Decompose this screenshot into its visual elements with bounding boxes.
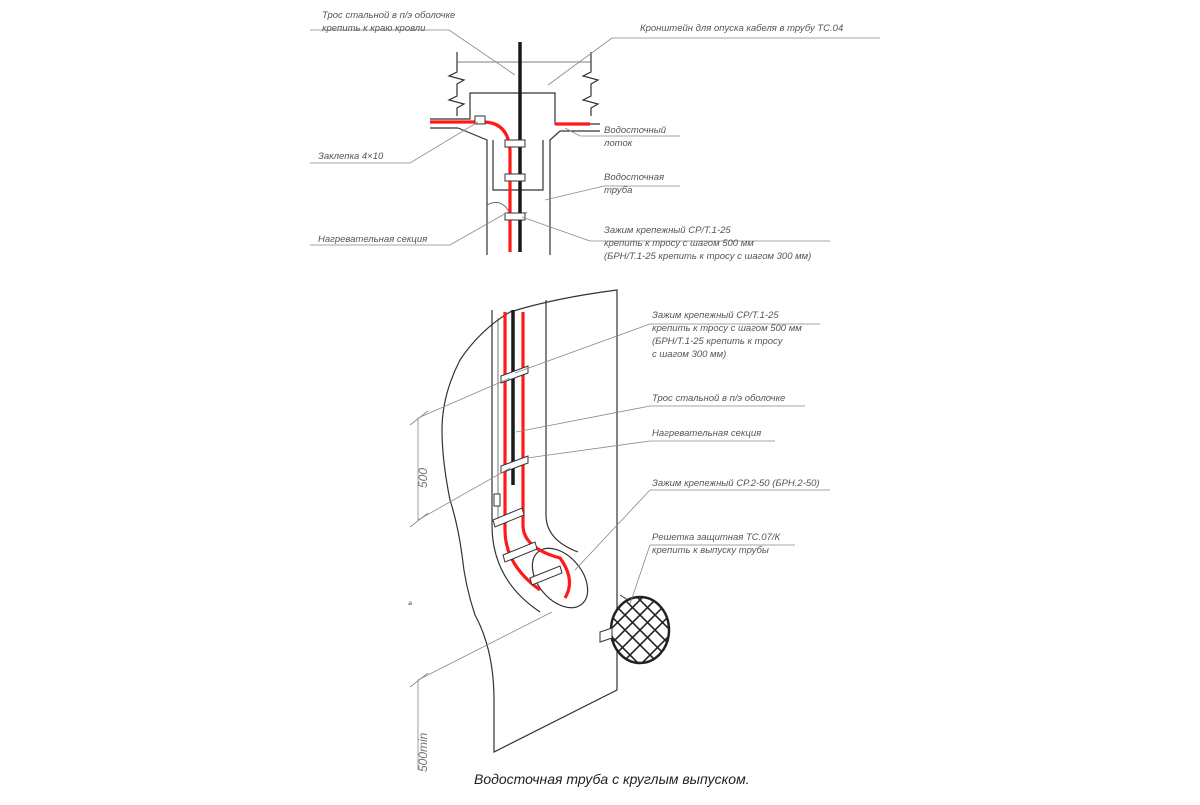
dim-label-500: 500: [416, 468, 430, 488]
label-clamp-bottom-4: с шагом 300 мм): [652, 349, 726, 360]
top-view: Трос стальной в п/э оболочке крепить к к…: [310, 10, 880, 262]
label-gutter-2: лоток: [603, 138, 633, 149]
downpipe-funnel: [457, 127, 561, 255]
label-downpipe-1: Водосточная: [604, 172, 664, 183]
label-clamp-top-1: Зажим крепежный СР/Т.1-25: [604, 225, 731, 236]
dimension-500: 500: [409, 377, 511, 528]
label-heating-bottom: Нагревательная секция: [652, 428, 761, 439]
leader-steel-rope-bottom: [515, 405, 805, 433]
bottom-view: 500 500min ª Зажим крепежный СР/Т.1-25 к…: [408, 289, 830, 772]
label-steel-rope-2: крепить к краю кровли: [322, 23, 426, 34]
leader-bracket: [547, 37, 880, 86]
label-downpipe-2: труба: [604, 185, 632, 196]
downpipe-outlet-ellipse: [531, 547, 589, 609]
label-heating-top: Нагревательная секция: [318, 234, 427, 245]
clamp-icon: [492, 507, 525, 528]
clamp-group-top: [504, 139, 526, 221]
leader-downpipe: [544, 185, 680, 201]
label-clamp-top-3: (БРН/Т.1-25 крепить к тросу с шагом 300 …: [604, 251, 811, 262]
downpipe-outer-right: [545, 300, 579, 553]
label-steel-rope-bottom: Трос стальной в п/э оболочке: [652, 393, 785, 404]
label-grille-1: Решетка защитная ТС.07/К: [652, 532, 782, 543]
heating-section-top: [430, 120, 512, 252]
leader-clamp-top: [521, 216, 830, 242]
stray-mark: ª: [408, 600, 412, 611]
leader-clamp-sr2: [574, 489, 830, 571]
leader-grille: [629, 544, 795, 605]
label-steel-rope-1: Трос стальной в п/э оболочке: [322, 10, 455, 21]
wall-sheet-outline: [441, 289, 618, 753]
wall-left-outline: [447, 52, 466, 116]
leader-clamp-bottom: [514, 323, 820, 374]
leader-gutter: [564, 127, 680, 137]
label-clamp-top-2: крепить к тросу с шагом 500 мм: [604, 238, 754, 249]
rivet-icon: [474, 115, 486, 125]
leader-steel-rope: [310, 29, 516, 76]
label-gutter-1: Водосточный: [604, 125, 667, 136]
clamp-icon: [504, 173, 526, 182]
leader-heating-top: [310, 211, 509, 246]
rope-end-cap-icon: [493, 493, 501, 507]
label-clamp-sr2: Зажим крепежный СР.2-50 (БРН.2-50): [652, 478, 820, 489]
downpipe-inner-box: [492, 140, 544, 191]
clamp-icon: [529, 565, 563, 586]
label-clamp-bottom-2: крепить к тросу с шагом 500 мм: [652, 323, 802, 334]
leader-rivet: [310, 121, 479, 164]
downpipe-outer-left: [491, 310, 541, 613]
label-rivet: Заклепка 4×10: [318, 151, 384, 162]
gutter-outline: [430, 92, 600, 125]
dimension-500min: 500min: [409, 611, 553, 772]
dim-label-500min: 500min: [416, 732, 430, 772]
label-clamp-bottom-3: (БРН/Т.1-25 крепить к тросу: [652, 336, 784, 347]
diagram-caption: Водосточная труба с круглым выпуском.: [474, 771, 750, 787]
grille-icon: [599, 594, 671, 665]
label-grille-2: крепить к выпуску трубы: [652, 545, 769, 556]
label-bracket: Кронштейн для опуска кабеля в трубу ТС.0…: [640, 23, 843, 34]
wall-right-outline: [581, 52, 600, 116]
leader-heating-bottom: [526, 440, 775, 459]
clamp-icon: [504, 212, 526, 221]
label-clamp-bottom-1: Зажим крепежный СР/Т.1-25: [652, 310, 779, 321]
clamp-icon: [502, 541, 538, 563]
clamp-group-bottom: [492, 365, 563, 586]
clamp-icon: [504, 139, 526, 148]
clamp-icon: [500, 455, 529, 474]
heating-section-right-run: [521, 312, 572, 599]
